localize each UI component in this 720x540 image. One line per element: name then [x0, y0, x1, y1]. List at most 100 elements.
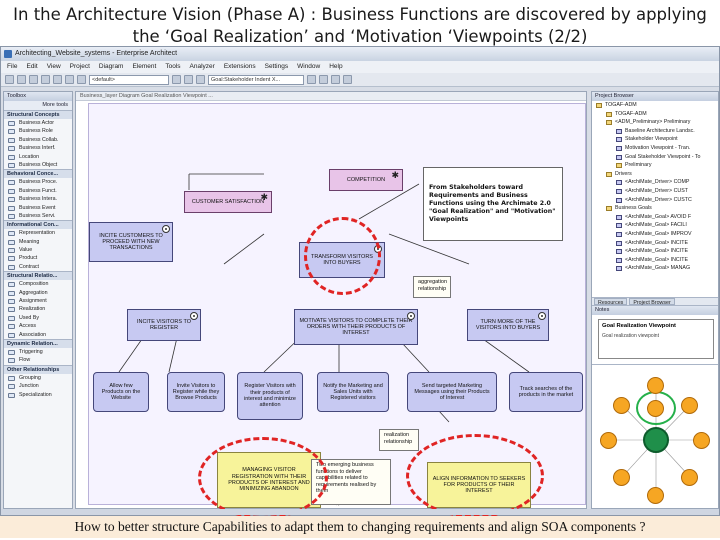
toolbox-item[interactable]: Specialization	[4, 391, 72, 399]
requirement-invite-register[interactable]: Invite Visitors to Register while they B…	[167, 372, 225, 412]
driver-customer-satisfaction[interactable]: CUSTOMER SATISFACTION ✱	[184, 191, 272, 213]
align-icon[interactable]	[331, 75, 340, 84]
tree-item[interactable]: <ArchiMate_Goal> MANAG	[592, 264, 718, 273]
undo-icon[interactable]	[77, 75, 86, 84]
diagram-tab[interactable]: Business_layer Diagram Goal Realization …	[76, 92, 586, 101]
toolbox-item[interactable]: Junction	[4, 382, 72, 390]
tree-item[interactable]: <ArchiMate_Driver> CUST	[592, 187, 718, 196]
menu-view[interactable]: View	[46, 63, 61, 70]
note-aggregation[interactable]: aggregation relationship	[413, 276, 451, 298]
toolbox-item[interactable]: Assignment	[4, 297, 72, 305]
toolbox-group-header[interactable]: Informational Con...	[4, 220, 72, 230]
toolbox-item[interactable]: Value	[4, 246, 72, 254]
italic-icon[interactable]	[319, 75, 328, 84]
workspace-combo[interactable]: <default>	[89, 74, 169, 85]
menu-element[interactable]: Element	[132, 63, 157, 70]
toolbox-item[interactable]: Grouping	[4, 374, 72, 382]
toolbox-item[interactable]: Used By	[4, 314, 72, 322]
toolbox-item[interactable]: Triggering	[4, 348, 72, 356]
toolbox-item[interactable]: Business Role	[4, 127, 72, 135]
toolbox-item[interactable]: Location	[4, 153, 72, 161]
tree-item[interactable]: <ArchiMate_Goal> INCITE	[592, 239, 718, 248]
driver-competition[interactable]: COMPETITION ✱	[329, 169, 403, 191]
toolbox-item[interactable]: Business Object	[4, 161, 72, 169]
tree-item[interactable]: Drivers	[592, 170, 718, 179]
tree-item[interactable]: TOGAF-ADM	[592, 110, 718, 119]
toolbox-item[interactable]: Flow	[4, 356, 72, 364]
toolbox-group-header[interactable]: Other Relationships	[4, 364, 72, 374]
toolbox-group-header[interactable]: Dynamic Relation...	[4, 338, 72, 348]
note-realization[interactable]: realization relationship	[379, 429, 419, 451]
toolbox-item[interactable]: Composition	[4, 280, 72, 288]
save-icon[interactable]	[29, 75, 38, 84]
tree-item[interactable]: Business Goals	[592, 204, 718, 213]
toolbox-item[interactable]: Association	[4, 331, 72, 339]
toolbox-item[interactable]: Business Servi.	[4, 212, 72, 220]
tree-item[interactable]: TOGAF-ADM	[592, 101, 718, 110]
tree-item[interactable]: <ADM_Preliminary> Preliminary	[592, 118, 718, 127]
tree-item[interactable]: Preliminary	[592, 161, 718, 170]
tree-item[interactable]: Stakeholder Viewpoint	[592, 135, 718, 144]
tab-project-browser[interactable]: Project Browser	[629, 298, 675, 306]
tree-item[interactable]: <ArchiMate_Goal> IMPROV	[592, 230, 718, 239]
goal-incite-register[interactable]: INCITE VISITORS TO REGISTER	[127, 309, 201, 341]
toolbox-item[interactable]: Representation	[4, 229, 72, 237]
requirement-track-searches[interactable]: Track searches of the products in the ma…	[509, 372, 583, 412]
menu-extensions[interactable]: Extensions	[223, 63, 256, 70]
menu-project[interactable]: Project	[69, 63, 90, 70]
toolbox-item[interactable]: Business Funct.	[4, 187, 72, 195]
goal-motivate-visitors[interactable]: MOTIVATE VISITORS TO COMPLETE THEIR ORDE…	[294, 309, 418, 345]
goal-incite-proceed[interactable]: INCITE CUSTOMERS TO PROCEED WITH NEW TRA…	[89, 222, 173, 262]
menu-file[interactable]: File	[7, 63, 18, 70]
toolbox-item[interactable]: Business Interf.	[4, 144, 72, 152]
menu-window[interactable]: Window	[297, 63, 321, 70]
toolbox-item[interactable]: Business Actor	[4, 119, 72, 127]
goal-turn-visitors[interactable]: TURN MORE OF THE VISITORS INTO BUYERS	[467, 309, 549, 341]
more-tools-button[interactable]: More tools	[4, 101, 72, 110]
menu-settings[interactable]: Settings	[264, 63, 289, 70]
toolbox-item[interactable]: Product	[4, 254, 72, 262]
tree-item[interactable]: <ArchiMate_Driver> COMP	[592, 178, 718, 187]
bold-icon[interactable]	[307, 75, 316, 84]
toolbox-item[interactable]: Contract	[4, 263, 72, 271]
layout-icon[interactable]	[184, 75, 193, 84]
requirement-send-messages[interactable]: Send targeted Marketing Messages using t…	[407, 372, 497, 412]
toolbox-item[interactable]: Business Collab.	[4, 136, 72, 144]
paste-icon[interactable]	[65, 75, 74, 84]
tree-item[interactable]: <ArchiMate_Goal> INCITE	[592, 256, 718, 265]
open-icon[interactable]	[17, 75, 26, 84]
toolbox-item[interactable]: Realization	[4, 305, 72, 313]
tree-item[interactable]: <ArchiMate_Goal> FACILI	[592, 221, 718, 230]
toolbox-item[interactable]: Business Intera.	[4, 195, 72, 203]
menu-edit[interactable]: Edit	[26, 63, 38, 70]
tree-item[interactable]: <ArchiMate_Goal> INCITE	[592, 247, 718, 256]
element-combo[interactable]: Goal:Stakeholder Indent X...	[208, 74, 304, 85]
new-icon[interactable]	[5, 75, 14, 84]
menu-analyzer[interactable]: Analyzer	[189, 63, 215, 70]
toolbox-item[interactable]: Aggregation	[4, 289, 72, 297]
copy-icon[interactable]	[53, 75, 62, 84]
tree-item[interactable]: <ArchiMate_Driver> CUSTC	[592, 196, 718, 205]
cut-icon[interactable]	[41, 75, 50, 84]
toolbox-group-header[interactable]: Structural Concepts	[4, 110, 72, 119]
requirement-allow-products[interactable]: Allow few Products on the Website	[93, 372, 149, 412]
tree-item[interactable]: Motivation Viewpoint - Tran.	[592, 144, 718, 153]
tree-item[interactable]: Goal Stakeholder Viewpoint - To	[592, 153, 718, 162]
toolbox-item[interactable]: Business Event	[4, 204, 72, 212]
find-icon[interactable]	[196, 75, 205, 84]
toolbox-item[interactable]: Business Proce.	[4, 178, 72, 186]
tab-resources[interactable]: Resources	[594, 298, 628, 306]
color-icon[interactable]	[343, 75, 352, 84]
tree-item[interactable]: Baseline Architecture Landsc.	[592, 127, 718, 136]
zoom-icon[interactable]	[172, 75, 181, 84]
toolbox-group-header[interactable]: Behavioral Conce...	[4, 169, 72, 179]
toolbox-item[interactable]: Meaning	[4, 238, 72, 246]
menu-tools[interactable]: Tools	[165, 63, 181, 70]
menu-diagram[interactable]: Diagram	[98, 63, 124, 70]
toolbox-group-header[interactable]: Structural Relatio...	[4, 271, 72, 281]
note-stakeholders[interactable]: From Stakeholders toward Requirements an…	[423, 167, 563, 241]
menu-help[interactable]: Help	[329, 63, 343, 70]
requirement-notify-marketing[interactable]: Notify the Marketing and Sales Units wit…	[317, 372, 389, 412]
tree-item[interactable]: <ArchiMate_Goal> AVOID F	[592, 213, 718, 222]
toolbox-item[interactable]: Access	[4, 322, 72, 330]
